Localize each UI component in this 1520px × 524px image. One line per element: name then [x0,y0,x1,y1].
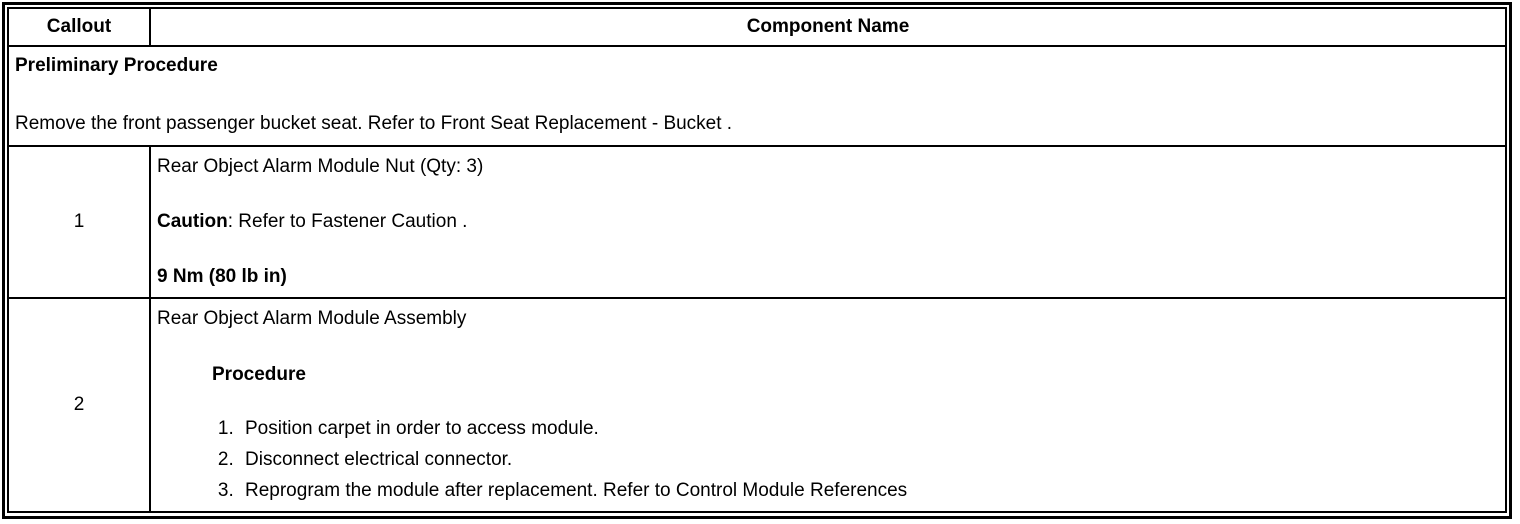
component-name-text: Rear Object Alarm Module Assembly [157,308,467,329]
procedure-step-2: Disconnect electrical connector. [239,449,1499,471]
preliminary-procedure-title: Preliminary Procedure [15,55,218,76]
caution-label: Caution [157,211,228,232]
procedure-step-3: Reprogram the module after replacement. … [239,480,1499,502]
table-row-callout-2: 2 Rear Object Alarm Module Assembly Proc… [7,297,1507,513]
component-cell-1: Rear Object Alarm Module Nut (Qty: 3) Ca… [149,145,1507,299]
table-row-callout-1: 1 Rear Object Alarm Module Nut (Qty: 3) … [7,145,1507,299]
callout-number-1: 1 [7,145,151,299]
component-table: Callout Component Name Preliminary Proce… [7,7,1507,513]
component-name-text: Rear Object Alarm Module Nut (Qty: 3) [157,156,484,177]
caution-note: Caution: Refer to Fastener Caution . [157,211,1499,233]
preliminary-procedure-row: Preliminary Procedure Remove the front p… [7,45,1507,147]
preliminary-procedure-instruction: Remove the front passenger bucket seat. … [15,113,733,134]
torque-spec: 9 Nm (80 lb in) [157,266,287,287]
component-cell-2: Rear Object Alarm Module Assembly Proced… [149,297,1507,513]
procedure-steps-list: Position carpet in order to access modul… [157,418,1499,502]
procedure-step-1: Position carpet in order to access modul… [239,418,1499,440]
callout-column-header: Callout [7,7,151,47]
caution-reference-text: : Refer to Fastener Caution . [227,211,468,232]
header-row: Callout Component Name [7,7,1507,47]
component-name-column-header: Component Name [149,7,1507,47]
procedure-heading: Procedure [212,364,306,385]
preliminary-procedure-cell: Preliminary Procedure Remove the front p… [7,45,1507,147]
callout-number-2: 2 [7,297,151,513]
